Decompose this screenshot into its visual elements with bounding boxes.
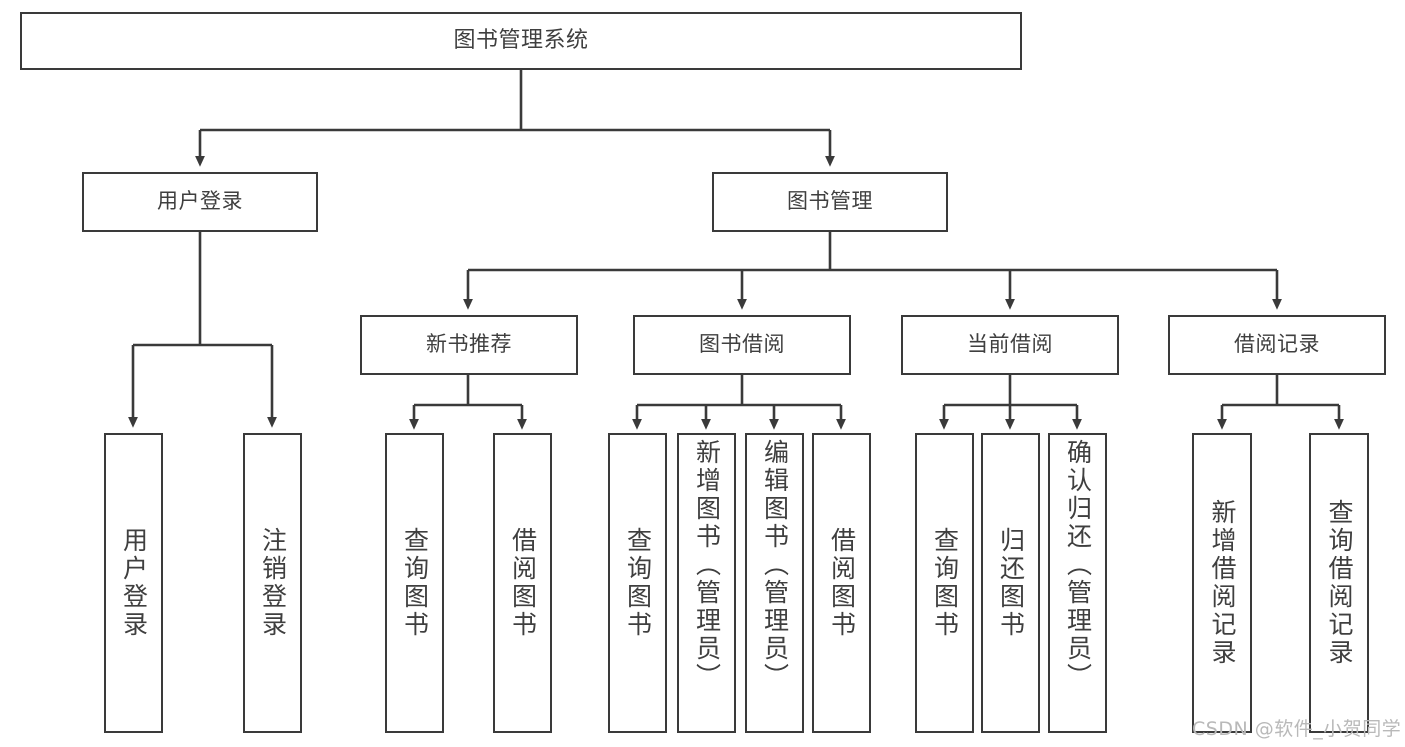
- node-label: 编辑图书（管理员）: [760, 439, 790, 691]
- node-label: 归还图书: [996, 527, 1026, 639]
- leaf-add-borrow-record[interactable]: 新增借阅记录: [1192, 433, 1252, 733]
- csdn-watermark: CSDN @软件_小贺同学: [1192, 718, 1402, 740]
- node-current-borrow[interactable]: 当前借阅: [901, 315, 1119, 375]
- node-label: 图书管理系统: [453, 27, 589, 53]
- node-label: 用户登录: [157, 189, 243, 214]
- node-label: 借阅图书: [508, 527, 538, 639]
- node-book-management[interactable]: 图书管理: [712, 172, 948, 232]
- node-label: 借阅图书: [827, 527, 857, 639]
- node-label: 用户登录: [119, 527, 149, 639]
- node-user-login[interactable]: 用户登录: [82, 172, 318, 232]
- leaf-logout[interactable]: 注销登录: [243, 433, 302, 733]
- leaf-borrow-book-borrow[interactable]: 借阅图书: [812, 433, 871, 733]
- node-label: 查询图书: [400, 527, 430, 639]
- leaf-return-book[interactable]: 归还图书: [981, 433, 1040, 733]
- node-label: 图书管理: [787, 189, 873, 214]
- node-new-book-recommend[interactable]: 新书推荐: [360, 315, 578, 375]
- leaf-edit-book-admin[interactable]: 编辑图书（管理员）: [745, 433, 804, 733]
- node-label: 查询图书: [930, 527, 960, 639]
- leaf-query-book-recommend[interactable]: 查询图书: [385, 433, 444, 733]
- node-label: 借阅记录: [1234, 332, 1320, 357]
- leaf-query-book-borrow[interactable]: 查询图书: [608, 433, 667, 733]
- node-label: 新增图书（管理员）: [692, 439, 722, 691]
- leaf-add-book-admin[interactable]: 新增图书（管理员）: [677, 433, 736, 733]
- node-label: 图书借阅: [699, 332, 785, 357]
- node-label: 新书推荐: [426, 332, 512, 357]
- node-label: 确认归还（管理员）: [1063, 439, 1093, 691]
- node-label: 查询借阅记录: [1325, 499, 1354, 667]
- node-label: 新增借阅记录: [1208, 499, 1237, 667]
- node-book-borrow[interactable]: 图书借阅: [633, 315, 851, 375]
- leaf-query-borrow-record[interactable]: 查询借阅记录: [1309, 433, 1369, 733]
- node-label: 查询图书: [623, 527, 653, 639]
- node-borrow-record[interactable]: 借阅记录: [1168, 315, 1386, 375]
- node-label: 注销登录: [258, 527, 288, 639]
- leaf-borrow-book-recommend[interactable]: 借阅图书: [493, 433, 552, 733]
- node-label: 当前借阅: [967, 332, 1053, 357]
- leaf-confirm-return-admin[interactable]: 确认归还（管理员）: [1048, 433, 1107, 733]
- leaf-user-login[interactable]: 用户登录: [104, 433, 163, 733]
- node-root-system[interactable]: 图书管理系统: [20, 12, 1022, 70]
- leaf-query-book-current[interactable]: 查询图书: [915, 433, 974, 733]
